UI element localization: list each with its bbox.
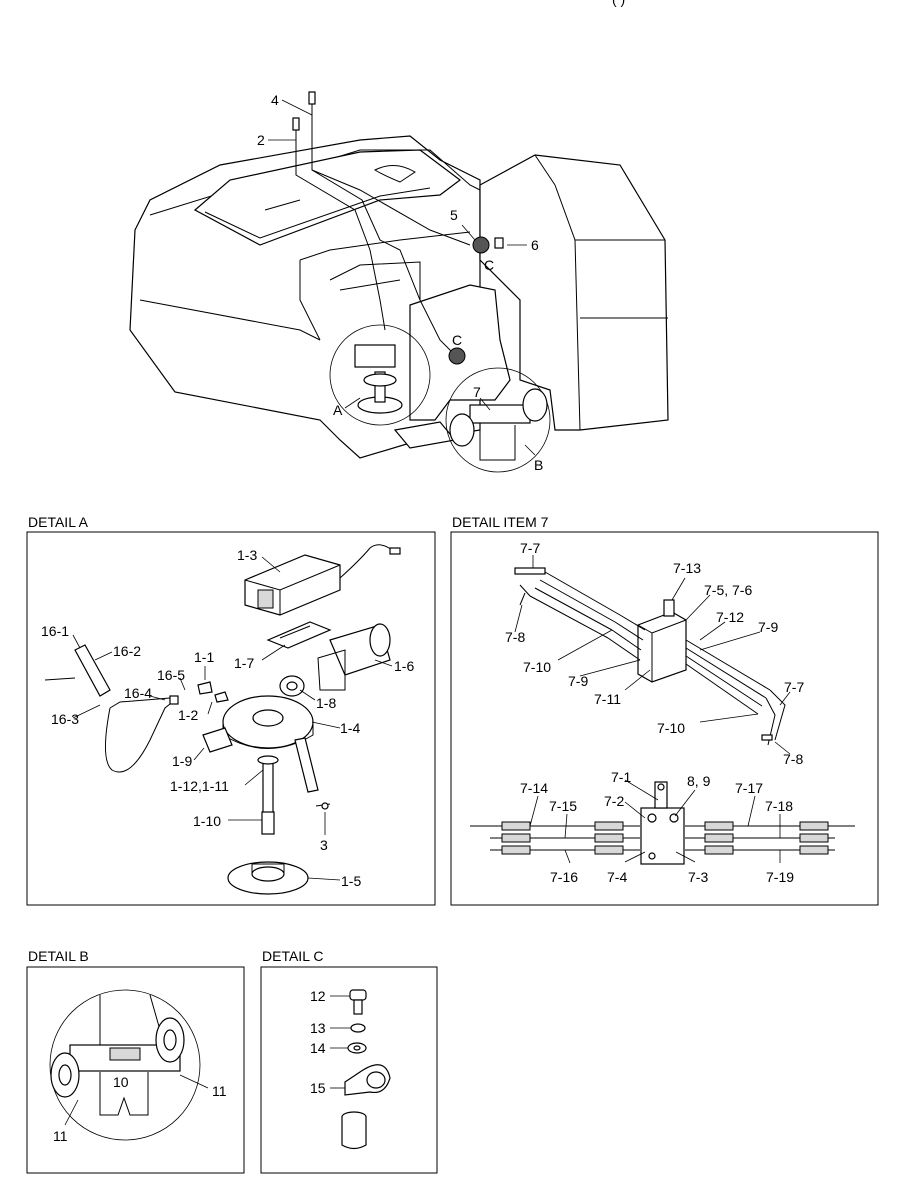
label-16-1: 16-1 xyxy=(41,623,69,639)
label-16-2: 16-2 xyxy=(113,643,141,659)
label-5: 5 xyxy=(450,207,458,223)
label-4: 4 xyxy=(271,92,279,108)
label-b: B xyxy=(534,457,543,473)
label-7-10-left: 7-10 xyxy=(523,659,551,675)
label-7-9-left: 7-9 xyxy=(568,673,588,689)
header-partial-title: ( ) xyxy=(612,0,625,7)
detail-b-title: DETAIL B xyxy=(28,948,89,964)
label-3: 3 xyxy=(320,837,328,853)
label-2: 2 xyxy=(257,132,265,148)
label-7-16: 7-16 xyxy=(550,869,578,885)
label-7-3: 7-3 xyxy=(688,869,708,885)
detail-item7-labels: 7-7 7-13 7-5, 7-6 7-12 7-9 7-8 7-10 7-9 … xyxy=(505,540,804,885)
detail-item7-drawing xyxy=(470,555,855,865)
label-11-right: 11 xyxy=(212,1083,227,1099)
detail-item7-frame xyxy=(450,531,879,906)
label-7-7-top: 7-7 xyxy=(520,540,540,556)
label-6: 6 xyxy=(531,237,539,253)
main-assembly-labels: 4 2 5 6 C C 7 A B xyxy=(257,92,543,473)
detail-item7-title: DETAIL ITEM 7 xyxy=(452,514,549,530)
detail-a-labels: 1-3 16-1 16-2 1-1 1-7 1-6 16-5 16-4 1-8 … xyxy=(41,547,414,889)
label-1-2: 1-2 xyxy=(178,707,198,723)
label-14: 14 xyxy=(310,1040,326,1056)
label-7-12: 7-12 xyxy=(716,609,744,625)
label-7-14: 7-14 xyxy=(520,780,548,796)
label-16-4: 16-4 xyxy=(124,685,152,701)
label-1-7: 1-7 xyxy=(234,655,254,671)
label-1-3: 1-3 xyxy=(237,547,257,563)
label-1-10: 1-10 xyxy=(193,813,221,829)
label-7-11: 7-11 xyxy=(594,691,621,707)
label-7-13: 7-13 xyxy=(673,560,701,576)
detail-c-drawing xyxy=(330,989,391,1150)
label-1-4: 1-4 xyxy=(340,720,360,736)
main-assembly-view xyxy=(129,91,669,473)
label-7-18: 7-18 xyxy=(765,798,793,814)
label-1-5: 1-5 xyxy=(341,873,361,889)
label-7-7-right: 7-7 xyxy=(784,679,804,695)
label-7-4: 7-4 xyxy=(607,869,627,885)
label-1-9: 1-9 xyxy=(172,753,192,769)
label-8-9: 8, 9 xyxy=(687,773,711,789)
label-12: 12 xyxy=(310,988,326,1004)
detail-a-frame xyxy=(26,531,436,906)
label-7-8-left: 7-8 xyxy=(505,629,525,645)
label-7-19: 7-19 xyxy=(766,869,794,885)
label-16-3: 16-3 xyxy=(51,711,79,727)
label-15: 15 xyxy=(310,1080,326,1096)
detail-b-labels: 10 11 11 xyxy=(53,1074,227,1144)
detail-b-frame xyxy=(26,966,245,1174)
label-7-17: 7-17 xyxy=(735,780,763,796)
detail-c-labels: 12 13 14 15 xyxy=(310,988,326,1096)
label-7-1: 7-1 xyxy=(611,769,631,785)
label-c-lower: C xyxy=(452,332,462,348)
label-7-15: 7-15 xyxy=(549,798,577,814)
label-10: 10 xyxy=(113,1074,129,1090)
label-7: 7 xyxy=(473,384,481,400)
label-1-12-1-11: 1-12,1-11 xyxy=(170,778,229,794)
label-1-8: 1-8 xyxy=(316,695,336,711)
label-16-5: 16-5 xyxy=(157,667,185,683)
label-7-8-right: 7-8 xyxy=(783,751,803,767)
detail-b-drawing xyxy=(49,989,209,1141)
label-7-10-right: 7-10 xyxy=(657,720,685,736)
label-c-upper: C xyxy=(484,257,494,273)
detail-c-title: DETAIL C xyxy=(262,948,323,964)
label-7-5-7-6: 7-5, 7-6 xyxy=(704,582,752,598)
label-11-left: 11 xyxy=(53,1128,68,1144)
detail-a-title: DETAIL A xyxy=(28,514,89,530)
label-1-1: 1-1 xyxy=(194,649,214,665)
detail-c-frame xyxy=(260,966,438,1174)
label-7-9-right: 7-9 xyxy=(758,619,778,635)
label-7-2: 7-2 xyxy=(604,793,624,809)
detail-a-drawing xyxy=(44,544,401,895)
label-1-6: 1-6 xyxy=(394,658,414,674)
label-a: A xyxy=(333,402,343,418)
label-13: 13 xyxy=(310,1020,326,1036)
